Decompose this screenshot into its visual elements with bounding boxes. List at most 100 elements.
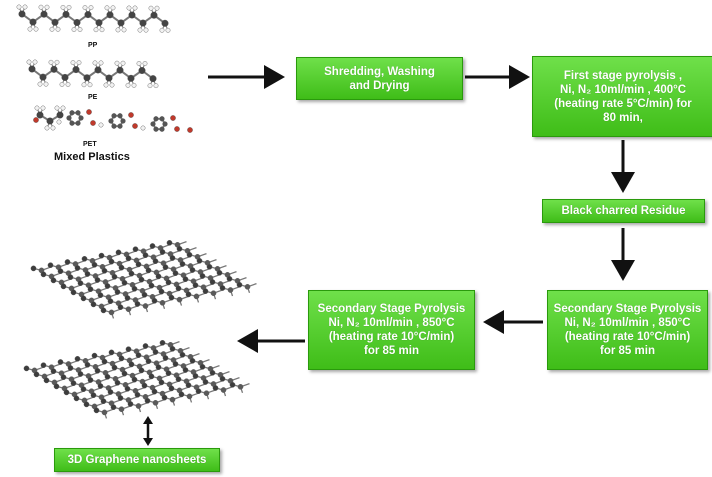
graphene-carbon-atom	[101, 267, 108, 274]
graphene-carbon-atom	[193, 293, 200, 300]
graphene-carbon-atom	[117, 304, 124, 311]
hydrogen-atom	[59, 82, 65, 87]
hydrogen-atom	[65, 82, 71, 87]
graphene-carbon-atom	[186, 251, 193, 258]
graphene-carbon-atom	[91, 261, 98, 268]
graphene-carbon-atom	[202, 379, 209, 385]
graphene-carbon-atom	[175, 285, 182, 292]
graphene-carbon-atom	[104, 373, 111, 380]
graphene-carbon-atom	[144, 397, 151, 404]
hydrogen-atom	[93, 27, 99, 33]
graphene-carbon-atom	[179, 351, 186, 358]
carbon-atom	[50, 65, 58, 73]
hydrogen-atom	[165, 27, 171, 33]
graphene-carbon-atom	[47, 262, 54, 269]
carbon-atom	[83, 74, 91, 82]
graphene-carbon-atom	[135, 352, 142, 359]
graphene-carbon-atom	[189, 267, 196, 273]
graphene-carbon-atom	[67, 365, 74, 371]
ring-carbon-atom	[150, 121, 156, 127]
graphene-carbon-atom	[125, 255, 132, 262]
graphene-carbon-atom	[229, 381, 236, 388]
ring-carbon-atom	[153, 126, 159, 132]
graphene-carbon-atom	[189, 357, 196, 364]
graphene-carbon-atom	[158, 379, 165, 386]
double-arrow-graphene	[143, 416, 153, 446]
graphene-carbon-atom	[148, 373, 155, 380]
oxygen-atom	[187, 127, 193, 133]
hydrogen-atom	[103, 82, 109, 88]
hydrogen-atom	[27, 26, 33, 32]
ring-carbon-atom	[108, 118, 114, 124]
hydrogen-atom	[109, 82, 115, 88]
graphene-carbon-atom	[168, 385, 175, 392]
graphene-carbon-atom	[57, 359, 64, 365]
graphene-carbon-atom	[91, 352, 98, 359]
hydrogen-atom	[54, 59, 60, 65]
shredding-box: Shredding, Washing and Drying	[296, 57, 463, 100]
ring-carbon-atom	[69, 120, 75, 126]
pet-label: PET	[83, 141, 97, 148]
hydrogen-atom	[99, 27, 105, 33]
carbon-atom	[94, 66, 102, 74]
graphene-carbon-atom	[165, 279, 172, 286]
graphene-carbon-atom	[236, 281, 243, 288]
secondary-left-line-1: Secondary Stage Pyrolysis	[317, 303, 466, 315]
ring-carbon-atom	[75, 110, 81, 116]
graphene-carbon-atom	[94, 367, 101, 374]
hydrogen-atom	[132, 5, 138, 11]
pe-label: PE	[88, 94, 98, 101]
hydrogen-atom	[120, 60, 126, 66]
graphene-carbon-atom	[67, 274, 74, 281]
carbon-atom	[105, 74, 113, 82]
graphene-carbon-atom	[97, 383, 104, 389]
oxygen-atom	[90, 120, 96, 126]
graphene-carbon-atom	[124, 295, 131, 301]
graphene-carbon-atom	[172, 361, 179, 367]
graphene-carbon-atom	[118, 264, 125, 271]
hydrogen-atom	[98, 122, 104, 128]
hydrogen-atom	[76, 60, 82, 65]
graphene-carbon-atom	[152, 399, 159, 406]
graphene-carbon-atom	[93, 407, 100, 414]
carbon-atom	[127, 74, 135, 82]
hydrogen-atom	[81, 82, 87, 88]
hydrogen-atom	[60, 4, 66, 10]
hydrogen-atom	[82, 5, 88, 10]
graphene-carbon-atom	[155, 273, 162, 280]
hydrogen-atom	[48, 59, 54, 65]
graphene-carbon-atom	[118, 406, 125, 413]
carbon-atom	[117, 19, 125, 27]
graphene-carbon-atom	[148, 282, 155, 289]
hydrogen-atom	[55, 26, 61, 32]
graphene-carbon-atom	[159, 339, 166, 346]
hydrogen-atom	[136, 61, 142, 66]
graphene-carbon-atom	[128, 270, 135, 277]
graphene-carbon-atom	[63, 389, 70, 396]
graphene-carbon-atom	[176, 245, 183, 252]
carbon-atom	[161, 19, 169, 27]
hydrogen-atom	[40, 105, 46, 111]
graphene-carbon-atom	[43, 377, 50, 384]
graphene-carbon-atom	[219, 375, 226, 382]
graphene-carbon-atom	[107, 298, 114, 305]
hydrogen-atom	[49, 26, 55, 32]
hydrogen-atom	[37, 81, 43, 87]
carbon-atom	[106, 11, 114, 19]
graphene-carbon-atom	[195, 388, 202, 395]
graphene-carbon-atom	[145, 358, 152, 365]
graphene-carbon-atom	[74, 355, 81, 362]
graphene-carbon-atom	[141, 291, 148, 298]
hydrogen-atom	[126, 5, 132, 11]
secondary-left-line-2: Ni, N₂ 10ml/min , 850°C	[328, 317, 455, 329]
hydrogen-atom	[92, 60, 98, 66]
hydrogen-atom	[88, 5, 94, 10]
graphene-carbon-atom	[114, 379, 121, 386]
graphene-carbon-atom	[57, 268, 64, 275]
carbon-atom	[56, 111, 64, 119]
graphene-carbon-atom	[70, 289, 77, 296]
carbon-atom	[95, 19, 103, 27]
secondary-right-line-1: Secondary Stage Pyrolysis	[553, 303, 702, 315]
graphene-carbon-atom	[168, 294, 175, 301]
graphene-carbon-atom	[162, 264, 169, 271]
